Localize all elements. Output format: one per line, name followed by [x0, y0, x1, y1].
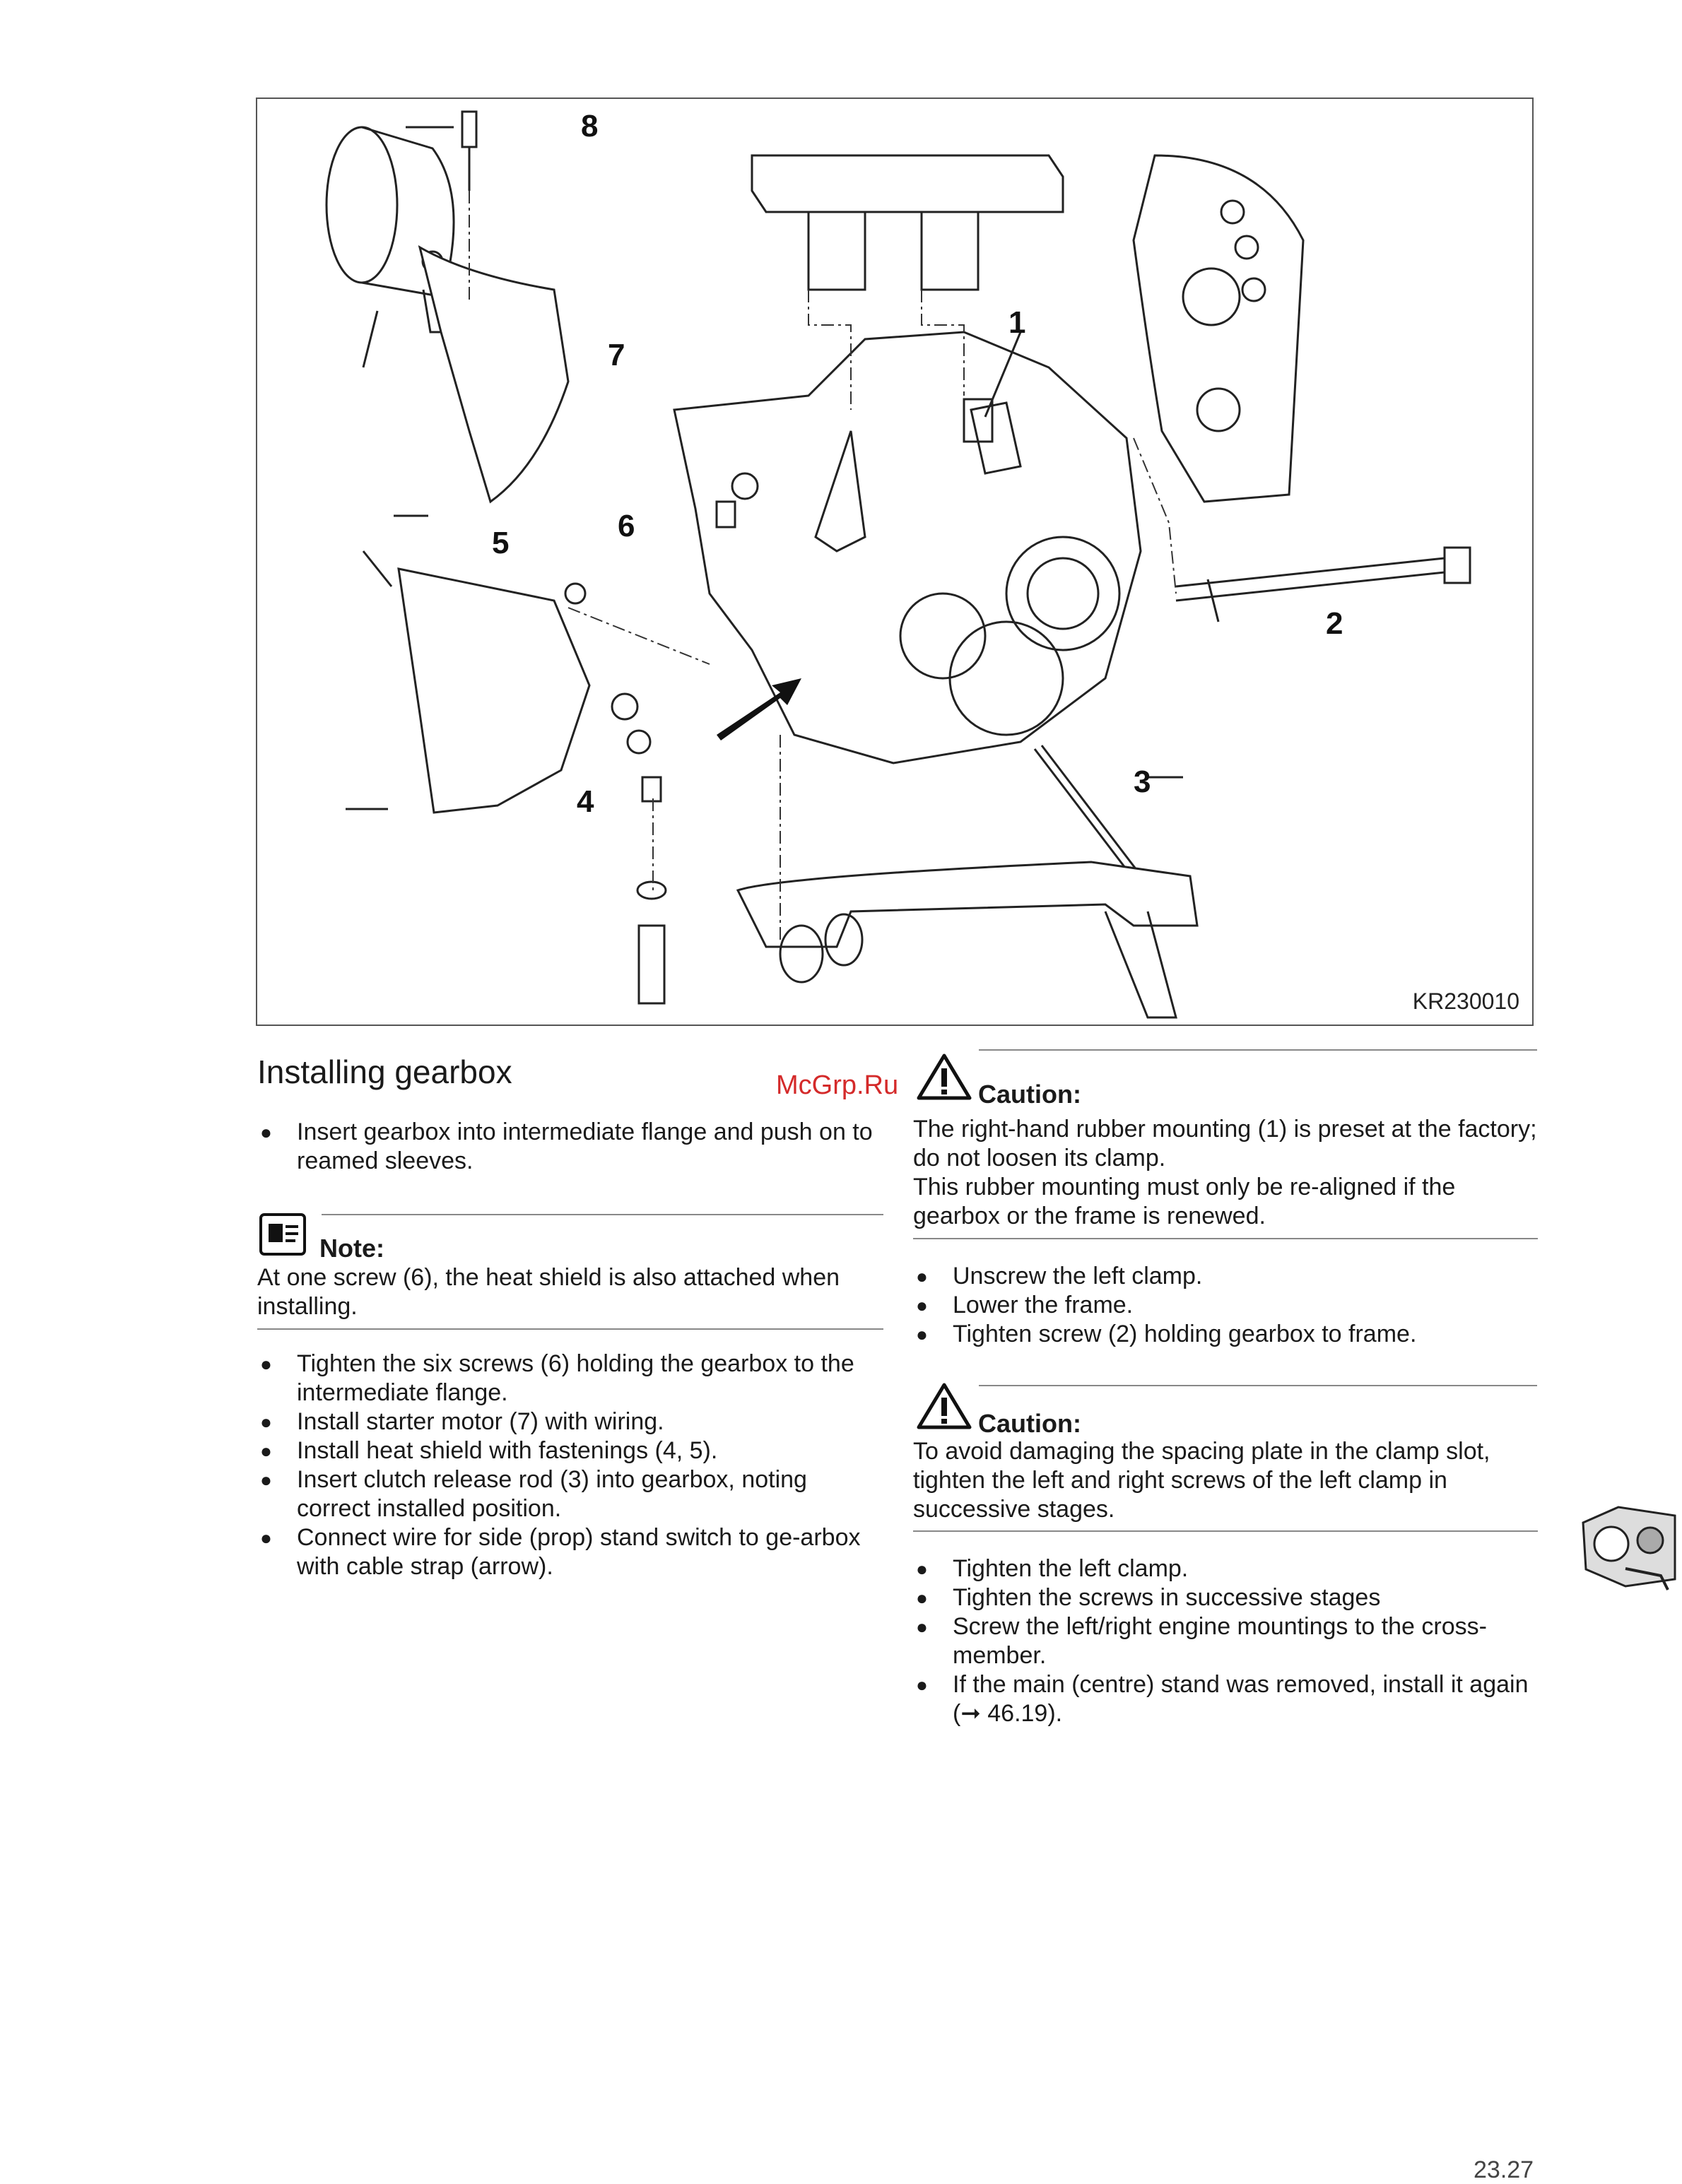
gearbox-thumbnail — [1576, 1501, 1682, 1597]
note-text: At one screw (6), the heat shield is als… — [257, 1264, 840, 1320]
list-item: Tighten the six screws (6) holding the g… — [257, 1350, 886, 1407]
list-item: Install heat shield with fastenings (4, … — [257, 1436, 886, 1465]
callout-1: 1 — [1008, 305, 1026, 340]
list-item: Tighten the left clamp. — [913, 1554, 1542, 1583]
divider — [913, 1530, 1538, 1532]
right-bullets-1: Unscrew the left clamp. Lower the frame.… — [913, 1262, 1542, 1349]
callout-8: 8 — [581, 109, 599, 143]
caution-text: The right-hand rubber mounting (1) is pr… — [913, 1116, 1537, 1171]
list-item: If the main (centre) stand was removed, … — [913, 1670, 1542, 1728]
left-bullets-1: Insert gearbox into intermediate flange … — [257, 1118, 886, 1176]
caution-label: Caution: — [978, 1080, 1081, 1109]
list-item: Screw the left/right engine mountings to… — [913, 1612, 1542, 1670]
figure-id-label: KR230010 — [1412, 988, 1519, 1014]
callout-4: 4 — [577, 784, 594, 819]
list-item: Insert clutch release rod (3) into gearb… — [257, 1465, 886, 1523]
watermark: McGrp.Ru — [776, 1070, 899, 1100]
divider — [979, 1385, 1537, 1386]
caution-text: To avoid damaging the spacing plate in t… — [913, 1438, 1490, 1523]
divider — [913, 1238, 1538, 1239]
divider — [979, 1049, 1537, 1051]
divider — [322, 1214, 883, 1215]
list-item: Install starter motor (7) with wiring. — [257, 1407, 886, 1436]
caution-icon — [916, 1053, 972, 1104]
page-number: 23.27 — [1474, 2156, 1534, 2183]
callout-3: 3 — [1134, 765, 1151, 799]
list-item: Tighten screw (2) holding gearbox to fra… — [913, 1320, 1542, 1349]
list-item: Tighten the screws in successive stages — [913, 1583, 1542, 1612]
list-item: Lower the frame. — [913, 1291, 1542, 1320]
list-item: Insert gearbox into intermediate flange … — [257, 1118, 886, 1176]
list-item: Connect wire for side (prop) stand switc… — [257, 1523, 886, 1581]
gearbox-drawing — [325, 110, 1471, 1019]
callout-7: 7 — [608, 338, 625, 372]
callout-6: 6 — [618, 509, 635, 543]
left-bullets-2: Tighten the six screws (6) holding the g… — [257, 1350, 886, 1581]
callout-2: 2 — [1326, 606, 1343, 641]
caution-icon — [916, 1382, 972, 1434]
divider — [257, 1328, 883, 1330]
caution-text: This rubber mounting must only be re-ali… — [913, 1174, 1456, 1229]
right-bullets-2: Tighten the left clamp. Tighten the scre… — [913, 1554, 1542, 1728]
list-item: Unscrew the left clamp. — [913, 1262, 1542, 1291]
note-label: Note: — [319, 1234, 384, 1263]
page-title: Installing gearbox — [257, 1053, 512, 1090]
note-icon — [259, 1212, 307, 1260]
caution-label: Caution: — [978, 1409, 1081, 1438]
callout-5: 5 — [492, 526, 510, 560]
gearbox-illustration: 8 7 1 6 5 2 3 4 KR230010 — [256, 98, 1534, 1026]
